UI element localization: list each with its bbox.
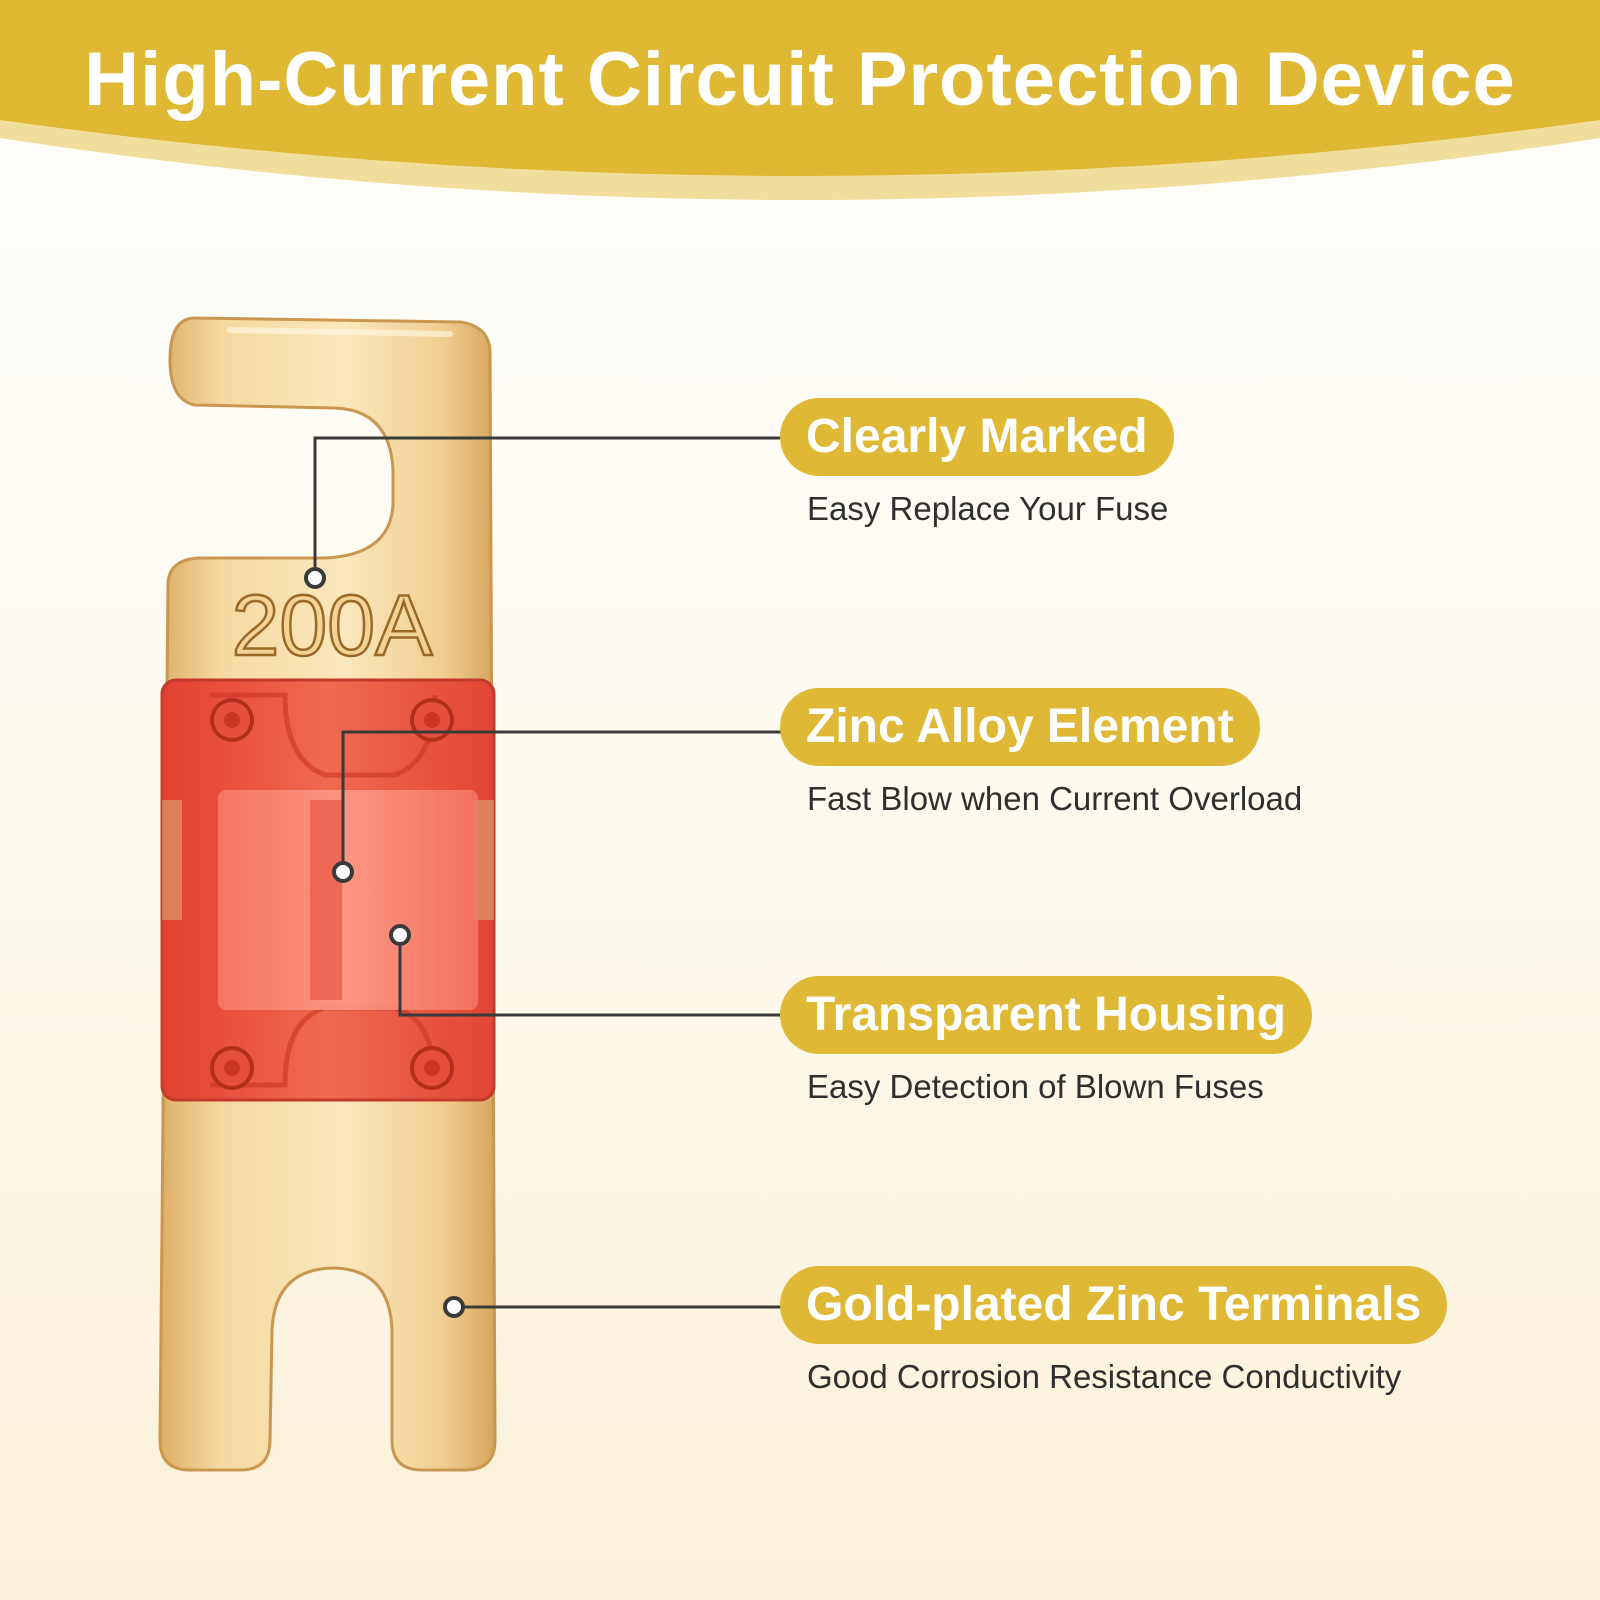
header-banner — [0, 0, 1600, 200]
leader-line-clearly-marked — [313, 436, 785, 578]
feature-subtitle-clearly-marked: Easy Replace Your Fuse — [807, 490, 1169, 527]
leader-line-zinc-alloy — [341, 730, 785, 872]
feature-title-transparent-housing: Transparent Housing — [780, 976, 1313, 1054]
feature-title-zinc-alloy: Zinc Alloy Element — [780, 688, 1260, 766]
feature-subtitle-transparent-housing: Easy Detection of Blown Fuses — [807, 1068, 1264, 1105]
feature-subtitle-zinc-alloy: Fast Blow when Current Overload — [807, 780, 1303, 817]
feature-title-clearly-marked: Clearly Marked — [780, 398, 1174, 476]
marker-dot-clearly-marked — [304, 567, 326, 589]
page-title: High-Current Circuit Protection Device — [84, 37, 1516, 122]
marker-dot-gold-terminals — [443, 1296, 465, 1318]
leader-line-transparent-housing — [398, 935, 785, 1017]
marker-dot-zinc-alloy — [332, 861, 354, 883]
red-housing — [160, 678, 496, 1102]
marker-dot-transparent-housing — [389, 924, 411, 946]
feature-title-gold-terminals: Gold-plated Zinc Terminals — [780, 1266, 1448, 1344]
rating-marking: 200A — [232, 578, 433, 674]
feature-subtitle-gold-terminals: Good Corrosion Resistance Conductivity — [807, 1358, 1402, 1395]
